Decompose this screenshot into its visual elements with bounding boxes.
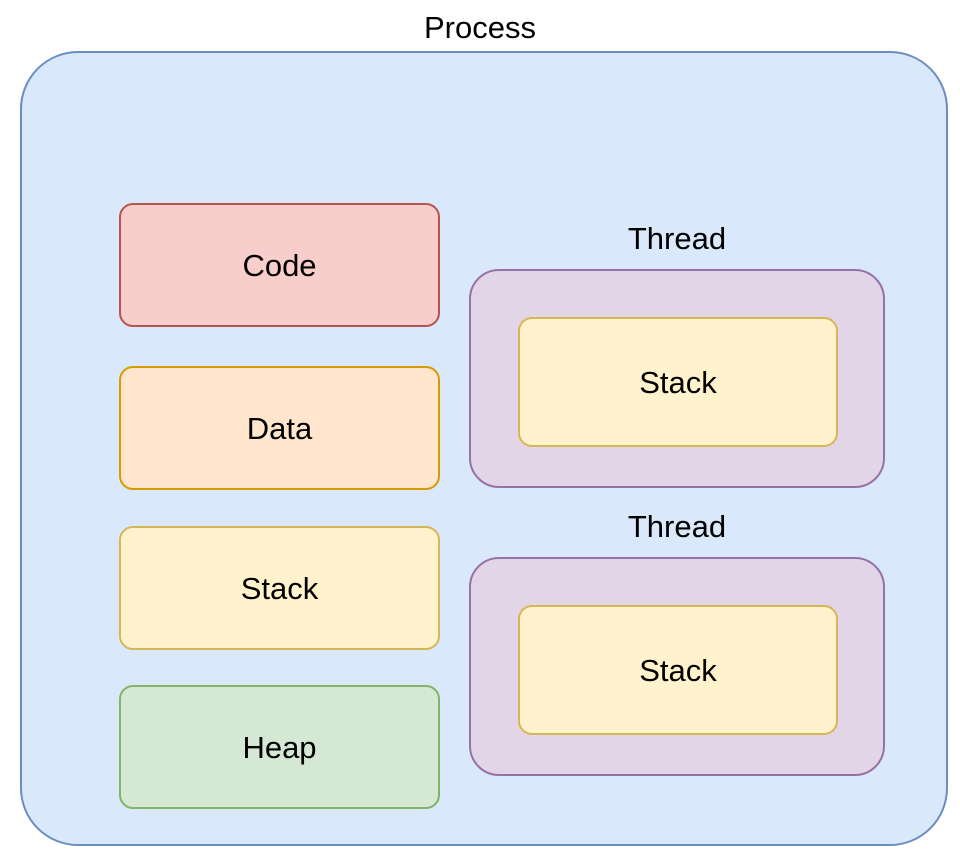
thread-2-title: Thread (627, 509, 727, 544)
memory-segment-data-label: Data (246, 410, 313, 446)
memory-segment-heap: Heap (119, 685, 440, 809)
process-title: Process (424, 10, 536, 45)
memory-segment-data: Data (119, 366, 440, 490)
thread-2-stack-label: Stack (639, 652, 717, 688)
thread-1-stack: Stack (518, 317, 838, 447)
memory-segment-stack-label: Stack (240, 570, 319, 606)
thread-2-container: Stack (469, 557, 885, 776)
thread-2-stack: Stack (518, 605, 838, 735)
memory-segment-code-label: Code (242, 247, 317, 283)
memory-segment-code: Code (119, 203, 440, 327)
memory-segment-heap-label: Heap (242, 729, 317, 765)
thread-1-stack-label: Stack (639, 364, 717, 400)
thread-1-container: Stack (469, 269, 885, 488)
thread-1-title: Thread (627, 221, 727, 256)
process-container: Code Data Stack Heap Thread Stack Thread… (20, 51, 948, 846)
memory-segment-stack: Stack (119, 526, 440, 650)
